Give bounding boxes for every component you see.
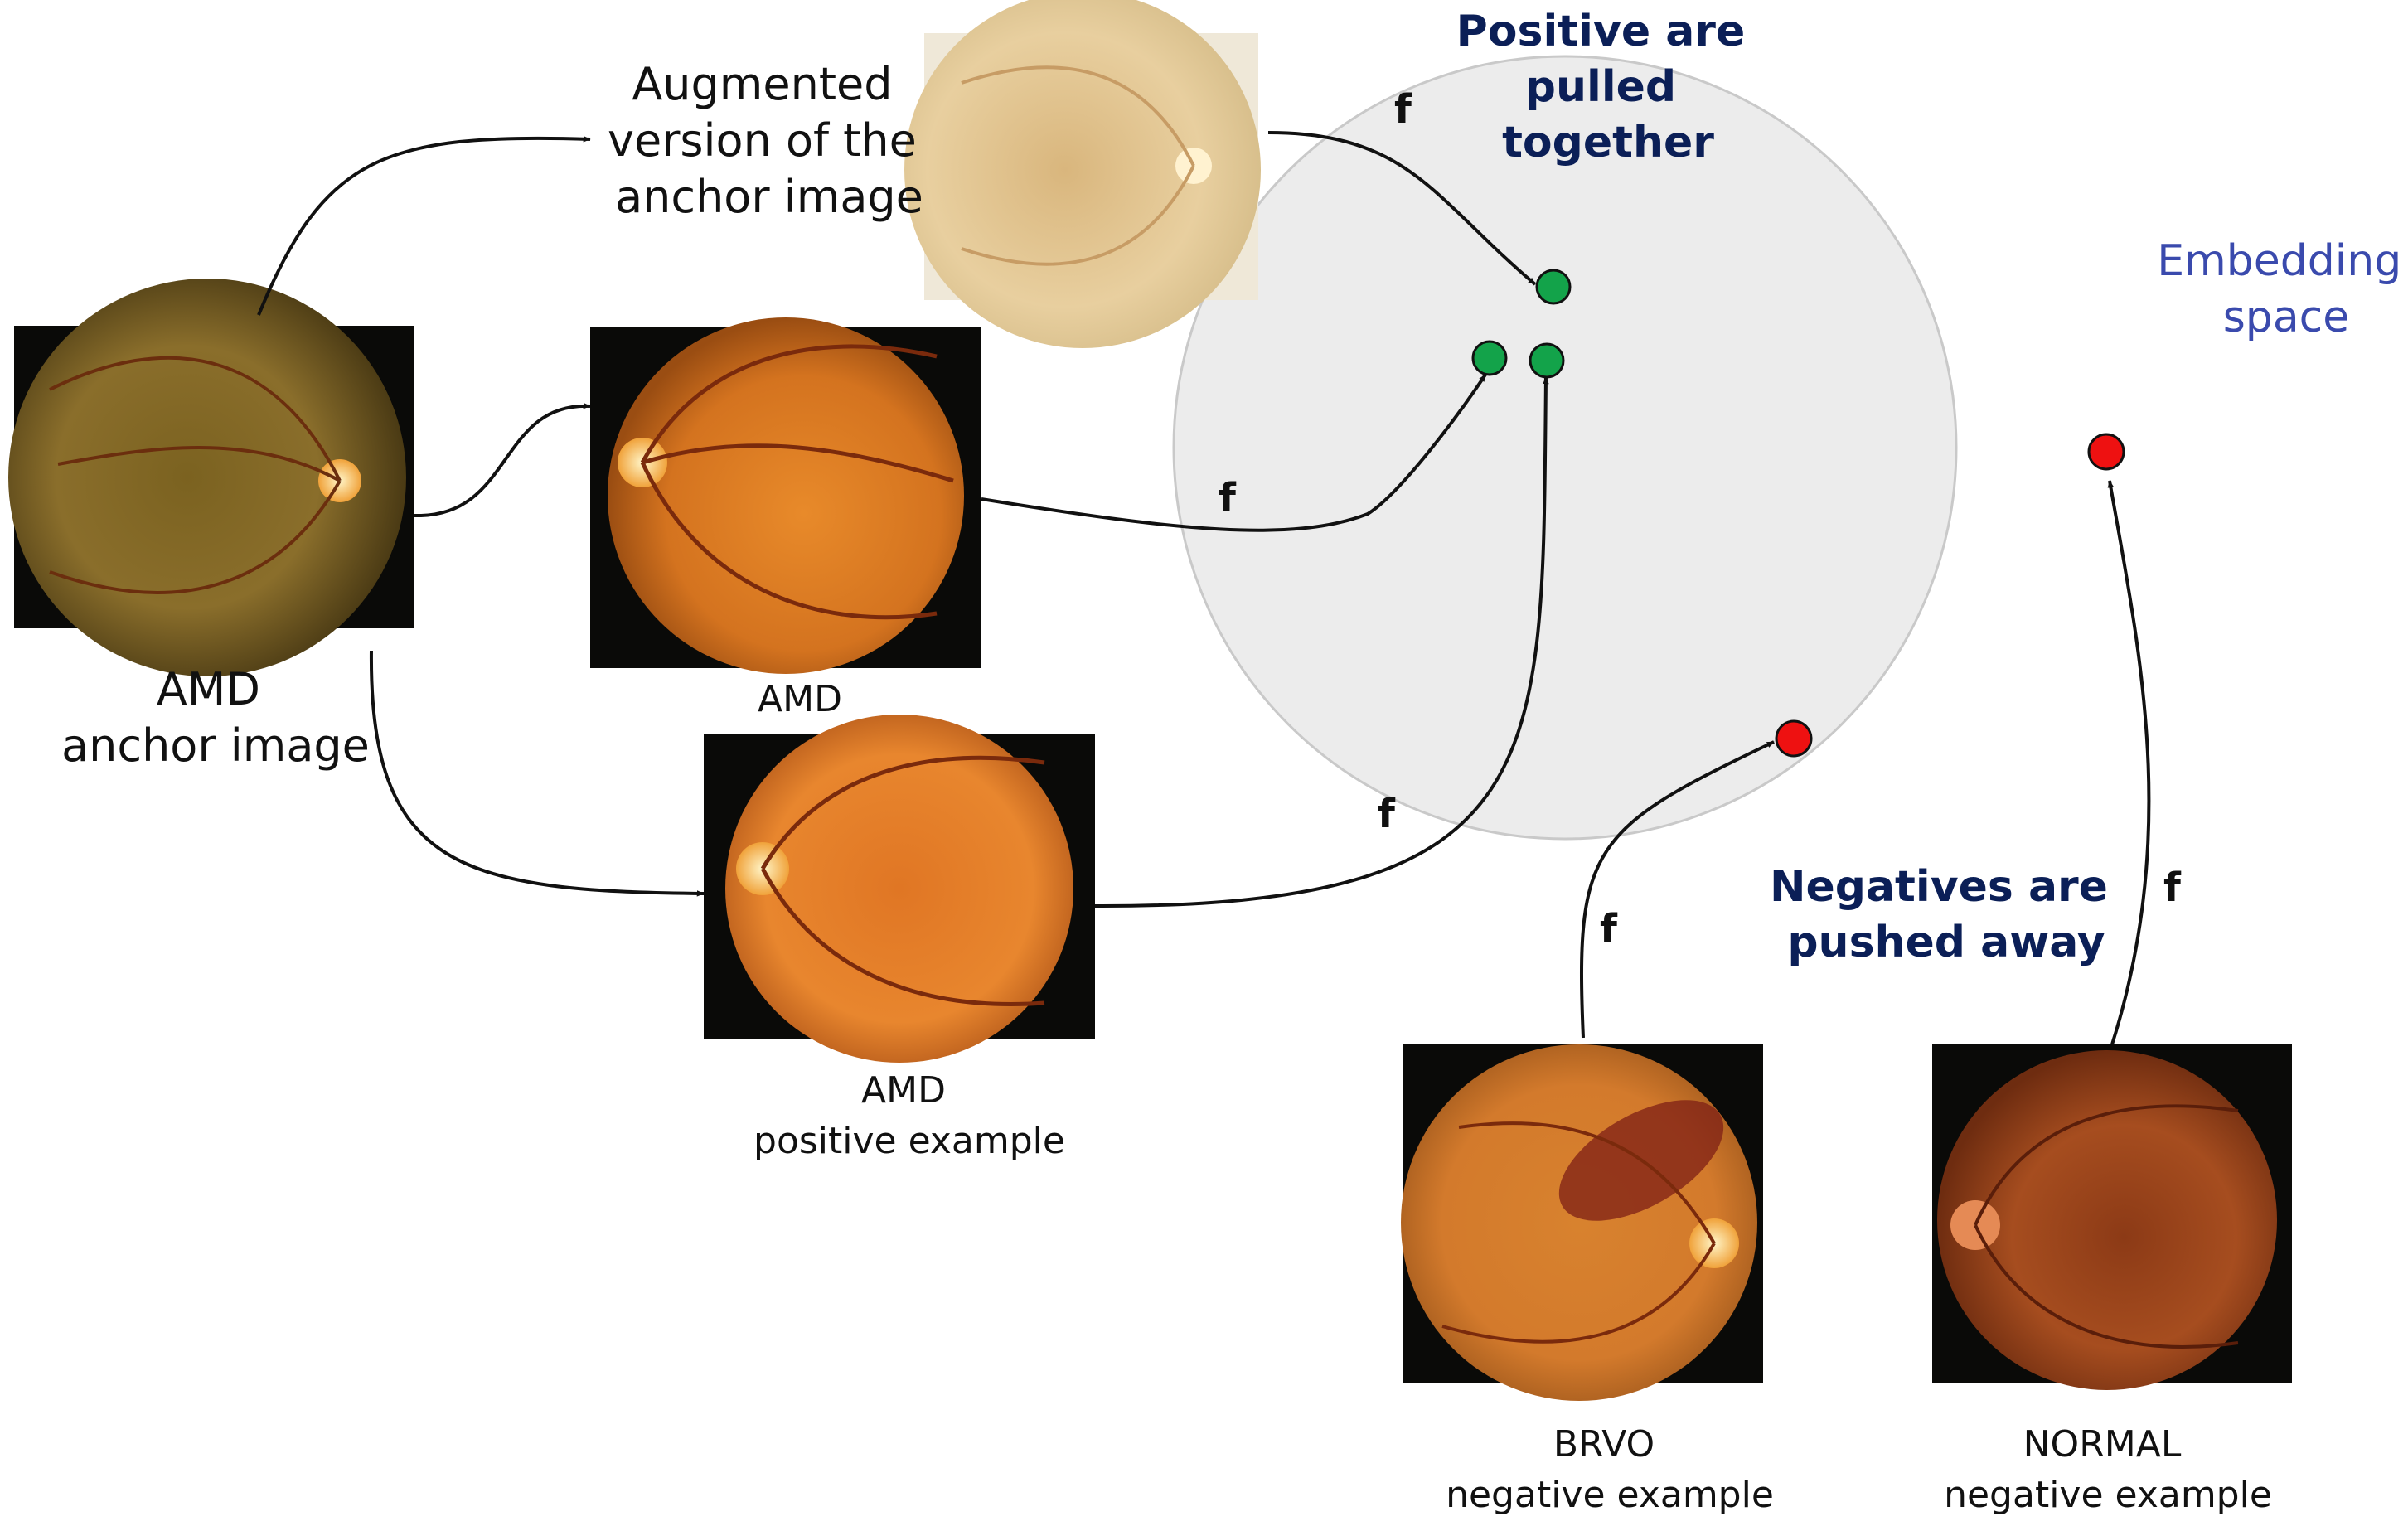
negative-point-normal xyxy=(2087,433,2125,471)
positive-label: AMD positive example xyxy=(753,1069,1065,1162)
anchor-label-line-2: anchor image xyxy=(61,719,370,772)
normal-label-line-2: negative example xyxy=(1944,1474,2272,1516)
pushed-away-heading: Negatives are pushed away xyxy=(1770,862,2123,967)
pulled-together-heading: Positive are pulled together xyxy=(1456,7,1761,167)
function-label-amd: f xyxy=(1219,475,1237,521)
positive-point-amd xyxy=(1471,340,1508,376)
normal-label: NORMAL negative example xyxy=(1944,1423,2272,1516)
pulled-heading-line-3: together xyxy=(1502,118,1714,167)
embedding-space-circle xyxy=(1172,55,1958,841)
brvo-label-line-2: negative example xyxy=(1446,1474,1774,1516)
pushed-heading-line-1: Negatives are xyxy=(1770,862,2108,912)
embedding-space-label-line-2: space xyxy=(2223,293,2350,342)
augmented-label-line-2: version of the xyxy=(608,114,917,167)
arrow-anchor-to-positive xyxy=(369,650,705,897)
arrow-amd-to-embedding xyxy=(981,373,1487,532)
arrow-augmented-to-embedding xyxy=(1267,131,1537,286)
augmented-label-line-1: Augmented xyxy=(632,58,892,110)
anchor-label: AMD anchor image xyxy=(61,663,370,772)
fundus-photo-amd-positive xyxy=(704,715,1095,1063)
augmented-label: Augmented version of the anchor image xyxy=(608,58,931,223)
arrow-anchor-to-augmented xyxy=(257,135,591,316)
brvo-label: BRVO negative example xyxy=(1446,1423,1774,1516)
pushed-heading-line-2: pushed away xyxy=(1787,918,2105,967)
pulled-heading-line-2: pulled xyxy=(1525,62,1676,112)
arrow-normal-to-embedding xyxy=(2107,480,2151,1045)
fundus-photo-amd-anchor xyxy=(8,279,414,676)
arrow-brvo-to-embedding xyxy=(1579,740,1775,1039)
positive-label-line-1: AMD xyxy=(861,1069,946,1112)
arrow-anchor-to-amd xyxy=(414,402,591,518)
brvo-label-line-1: BRVO xyxy=(1553,1423,1655,1465)
function-label-augmented: f xyxy=(1394,86,1412,133)
fundus-photo-amd xyxy=(590,317,981,674)
function-label-brvo: f xyxy=(1600,906,1618,952)
normal-label-line-1: NORMAL xyxy=(2023,1423,2182,1465)
amd-label: AMD xyxy=(758,678,842,720)
pulled-heading-line-1: Positive are xyxy=(1456,7,1746,56)
positive-point-positive xyxy=(1529,342,1565,379)
arrow-positive-to-embedding xyxy=(1094,376,1549,908)
augmented-label-line-3: anchor image xyxy=(615,171,923,223)
function-label-positive: f xyxy=(1378,791,1396,837)
anchor-label-line-1: AMD xyxy=(157,663,260,715)
fundus-photo-augmented xyxy=(904,0,1261,348)
embedding-space-label: Embedding space xyxy=(2157,236,2408,342)
embedding-space-label-line-1: Embedding xyxy=(2157,236,2401,286)
fundus-photo-normal xyxy=(1932,1044,2292,1390)
negative-point-brvo xyxy=(1775,719,1813,758)
positive-point-augmented xyxy=(1535,269,1572,305)
fundus-photo-brvo xyxy=(1401,1044,1763,1401)
function-label-normal: f xyxy=(2163,865,2182,911)
positive-label-line-2: positive example xyxy=(753,1120,1065,1162)
